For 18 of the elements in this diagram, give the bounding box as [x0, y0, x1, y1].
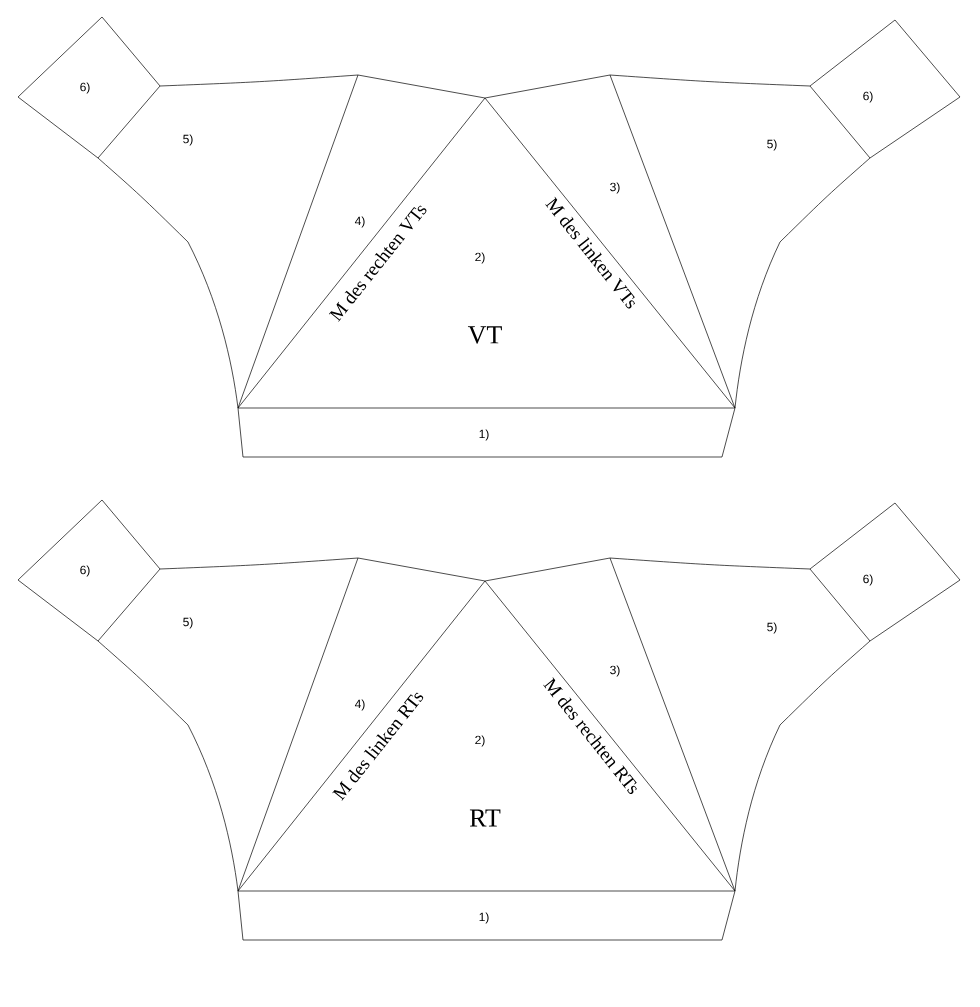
callout-number: 4) — [354, 216, 365, 228]
callout-number: 6) — [80, 565, 90, 577]
callout-number: 6) — [863, 91, 873, 103]
callout-number: 5) — [767, 622, 777, 634]
callout-number: 5) — [183, 617, 193, 629]
callout-number: 5) — [183, 134, 193, 146]
callout-number: 6) — [80, 82, 90, 94]
callout-number: 1) — [479, 912, 489, 924]
callout-number: 3) — [610, 182, 620, 194]
piece-label: VT — [467, 326, 502, 344]
callout-number: 1) — [479, 429, 489, 441]
callout-number: 2) — [475, 252, 485, 264]
piece-label: RT — [469, 809, 501, 827]
callout-number: 6) — [863, 574, 873, 586]
callout-number: 5) — [767, 139, 777, 151]
callout-number: 4) — [354, 699, 365, 711]
callout-number: 2) — [475, 735, 485, 747]
callout-number: 3) — [610, 665, 620, 677]
